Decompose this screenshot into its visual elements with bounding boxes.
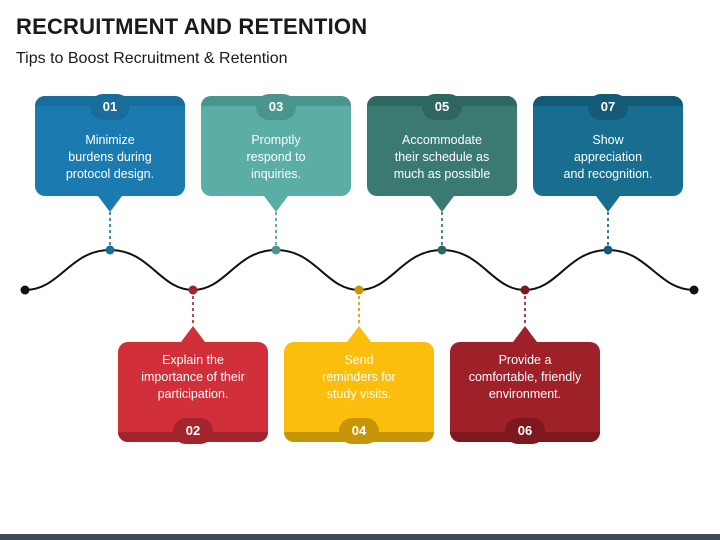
node-01 (105, 245, 115, 255)
step-card-03: 03 Promptly respond to inquiries. (201, 94, 351, 212)
card-pointer (596, 196, 620, 212)
card-pointer (513, 326, 537, 342)
node-05 (437, 245, 447, 255)
step-text: Send reminders for study visits. (322, 353, 396, 401)
step-text: Explain the importance of their particip… (141, 353, 245, 401)
card-pointer (347, 326, 371, 342)
step-number-badge: 02 (173, 418, 213, 444)
step-card-06: 06 Provide a comfortable, friendly envir… (450, 326, 600, 444)
node-07 (603, 245, 613, 255)
node-06 (520, 285, 530, 295)
step-card-01: 01 Minimize burdens during protocol desi… (35, 94, 185, 212)
step-card-02: 02 Explain the importance of their parti… (118, 326, 268, 444)
step-number-badge: 07 (588, 94, 628, 120)
node-03 (271, 245, 281, 255)
step-number-badge: 01 (90, 94, 130, 120)
wave-line (24, 248, 695, 292)
card-pointer (430, 196, 454, 212)
footer-bar (0, 534, 720, 540)
step-text: Accommodate their schedule as much as po… (393, 133, 491, 181)
step-text: Show appreciation and recognition. (563, 133, 653, 181)
step-number-badge: 06 (505, 418, 545, 444)
wave-start-dot (20, 285, 30, 295)
step-card-04: 04 Send reminders for study visits. (284, 326, 434, 444)
node-04 (354, 285, 364, 295)
page-subtitle: Tips to Boost Recruitment & Retention (16, 50, 288, 67)
card-pointer (98, 196, 122, 212)
step-card-07: 07 Show appreciation and recognition. (533, 94, 683, 212)
page-title: RECRUITMENT AND RETENTION (16, 14, 368, 39)
wave-end-dot (689, 285, 699, 295)
step-text: Provide a comfortable, friendly environm… (468, 353, 582, 401)
step-text: Minimize burdens during protocol design. (65, 133, 155, 181)
step-text: Promptly respond to inquiries. (246, 133, 306, 181)
node-02 (188, 285, 198, 295)
card-pointer (181, 326, 205, 342)
step-number-badge: 05 (422, 94, 462, 120)
step-card-05: 05 Accommodate their schedule as much as… (367, 94, 517, 212)
step-number-badge: 03 (256, 94, 296, 120)
card-pointer (264, 196, 288, 212)
step-number-badge: 04 (339, 418, 379, 444)
